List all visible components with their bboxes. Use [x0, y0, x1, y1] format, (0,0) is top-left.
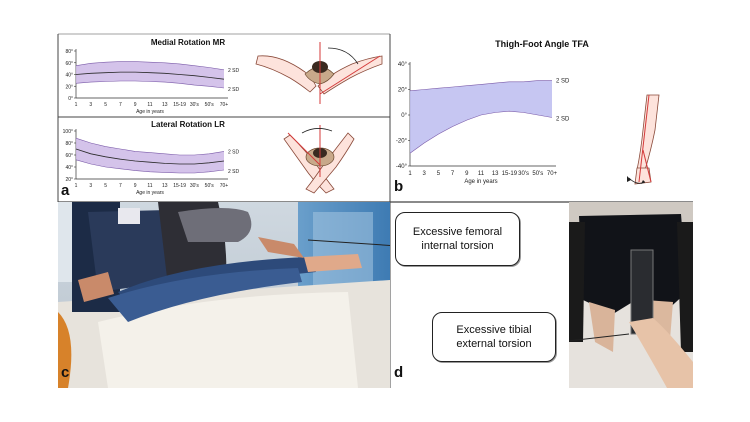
- upper-2sd-line: [409, 80, 552, 92]
- x-tick-label: 30's: [190, 102, 200, 108]
- upper-2sd-line: [75, 61, 225, 71]
- x-tick-label: 3: [89, 183, 92, 189]
- panel-d-photo: [569, 202, 693, 388]
- y-tick-label: -40°: [396, 164, 408, 170]
- x-tick-label: 5: [437, 171, 441, 177]
- x-tick-label: 70+: [220, 183, 229, 189]
- y-tick-label: 20°: [65, 177, 73, 183]
- lower-sd-label: 2 SD: [556, 117, 570, 123]
- y-tick-label: 100°: [63, 129, 73, 135]
- x-tick-label: 5: [104, 102, 107, 108]
- lower-2sd-line: [75, 80, 225, 89]
- x-axis-label: Age in years: [136, 190, 164, 196]
- lower-sd-label: 2 SD: [228, 87, 240, 93]
- upper-sd-label: 2 SD: [556, 79, 570, 85]
- x-axis-label: Age in years: [136, 109, 164, 115]
- chart-title: Medial Rotation MR: [151, 38, 225, 47]
- lower-sd-label: 2 SD: [228, 169, 240, 175]
- x-tick-label: 70+: [547, 171, 558, 177]
- chart-title: Lateral Rotation LR: [151, 120, 225, 129]
- x-tick-label: 5: [104, 183, 107, 189]
- x-tick-label: 13: [492, 171, 499, 177]
- mean-line: [75, 71, 225, 80]
- y-tick-label: 40°: [398, 62, 408, 68]
- x-tick-label: 11: [147, 183, 152, 189]
- y-tick-label: -20°: [396, 139, 408, 145]
- x-tick-label: 1: [75, 183, 78, 189]
- y-tick-label: 80°: [65, 49, 73, 55]
- x-tick-label: 13: [162, 183, 168, 189]
- x-tick-label: 9: [465, 171, 469, 177]
- x-tick-label: 3: [89, 102, 92, 108]
- x-tick-label: 11: [478, 171, 485, 177]
- x-tick-label: 30's: [518, 171, 529, 177]
- x-tick-label: 15-19: [173, 102, 186, 108]
- tibial-torsion-callout: Excessive tibial external torsion: [432, 312, 556, 362]
- x-tick-label: 50's: [532, 171, 543, 177]
- x-tick-label: 30's: [190, 183, 200, 189]
- x-tick-label: 11: [147, 102, 152, 108]
- x-tick-label: 70+: [220, 102, 229, 108]
- thigh-foot-diagram: [627, 94, 660, 185]
- panel-d-letter: d: [394, 364, 404, 381]
- x-tick-label: 1: [75, 102, 78, 108]
- x-tick-label: 7: [451, 171, 455, 177]
- y-tick-label: 20°: [398, 88, 408, 94]
- x-axis-label: Age in years: [464, 179, 497, 185]
- lower-2sd-line: [75, 159, 225, 174]
- x-tick-label: 9: [134, 183, 137, 189]
- y-tick-label: 40°: [65, 165, 73, 171]
- panel-c-photo: [58, 202, 390, 388]
- y-tick-label: 80°: [65, 141, 73, 147]
- x-tick-label: 50's: [205, 102, 215, 108]
- lateral-rotation-diagram: [283, 125, 355, 194]
- y-tick-label: 20°: [65, 84, 73, 90]
- x-tick-label: 7: [119, 102, 122, 108]
- y-tick-label: 0°: [68, 96, 73, 102]
- upper-2sd-line: [75, 137, 225, 156]
- x-tick-label: 1: [408, 171, 412, 177]
- sd-band: [76, 61, 224, 88]
- panel-c-letter: c: [61, 364, 70, 381]
- upper-sd-label: 2 SD: [228, 68, 240, 74]
- femoral-torsion-callout: Excessive femoral internal torsion: [395, 212, 520, 266]
- x-tick-label: 13: [162, 102, 168, 108]
- y-tick-label: 0°: [401, 113, 407, 119]
- x-tick-label: 3: [423, 171, 427, 177]
- y-tick-label: 60°: [65, 153, 73, 159]
- y-tick-label: 40°: [65, 73, 73, 79]
- chart-title: Thigh-Foot Angle TFA: [495, 39, 589, 49]
- panel-a-letter: a: [61, 182, 70, 199]
- x-tick-label: 7: [119, 183, 122, 189]
- panel-b-letter: b: [394, 178, 404, 195]
- mean-line: [75, 148, 225, 165]
- lower-2sd-line: [409, 110, 553, 154]
- x-tick-label: 50's: [205, 183, 215, 189]
- upper-sd-label: 2 SD: [228, 149, 240, 155]
- x-tick-label: 15-19: [173, 183, 186, 189]
- medial-rotation-diagram: [255, 42, 383, 104]
- x-tick-label: 9: [134, 102, 137, 108]
- sd-band: [410, 80, 552, 154]
- x-tick-label: 15-19: [502, 171, 518, 177]
- y-tick-label: 60°: [65, 61, 73, 67]
